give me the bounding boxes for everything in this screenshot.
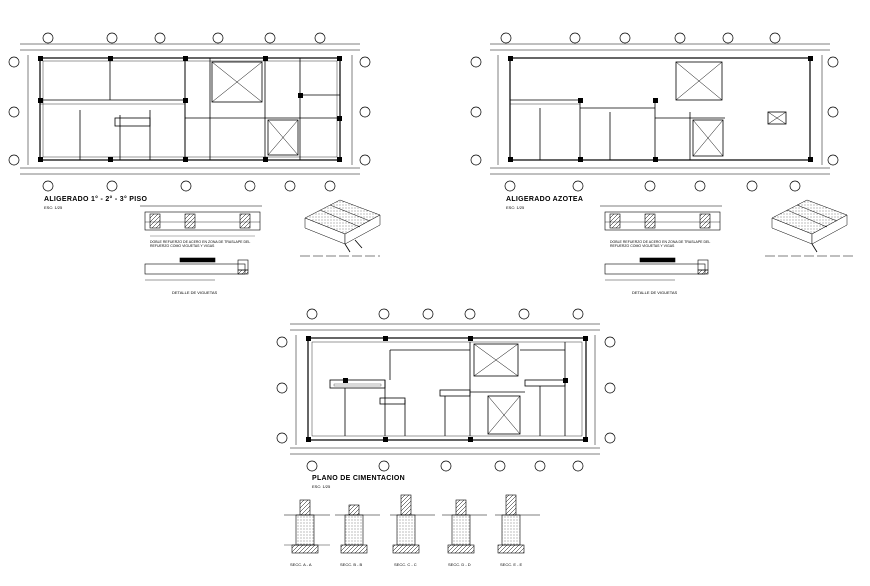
roof-slab-note: DOBLE REFUERZO DE ACERO EN ZONA DE TRASL…: [610, 240, 711, 248]
floor-slab-title: ALIGERADO 1° - 2° - 3° PISO: [44, 196, 148, 203]
floor-slab-axis-bubbles: [8, 32, 371, 192]
section-e: [495, 494, 540, 554]
roof-slab-beam-detail-label: DETALLE DE VIGUETAS: [632, 290, 678, 295]
roof-slab-scale: ESC: 1/25: [506, 205, 525, 210]
roof-slab-title: ALIGERADO AZOTEA: [506, 196, 584, 203]
foundation-plan: [290, 323, 600, 455]
section-c-label: SECC. C - C: [394, 562, 417, 567]
foundation-scale: ESC: 1/25: [312, 484, 331, 489]
foundation-title: PLANO DE CIMENTACION: [312, 475, 405, 482]
floor-slab-section-detail: [140, 205, 262, 237]
footing-sections: [284, 494, 540, 554]
roof-slab-isometric-detail: [765, 199, 855, 257]
floor-slab-scale: ESC: 1/25: [44, 205, 63, 210]
roof-slab-plan: [490, 43, 830, 175]
foundation-axis-bubbles: [276, 308, 616, 472]
section-e-label: SECC. E - E: [500, 562, 523, 567]
roof-slab-axis-bubbles: [470, 32, 839, 192]
floor-slab-beam-detail: [144, 257, 249, 281]
section-a: [284, 499, 330, 554]
section-b: [335, 504, 380, 554]
section-a-label: SECC. A - A: [290, 562, 312, 567]
roof-slab-section-detail: [600, 205, 722, 231]
section-b-label: SECC. B - B: [340, 562, 363, 567]
floor-slab-note: DOBLE REFUERZO DE ACERO EN ZONA DE TRASL…: [150, 240, 251, 248]
floor-slab-beam-detail-label: DETALLE DE VIGUETAS: [172, 290, 218, 295]
section-d: [442, 499, 487, 554]
floor-slab-plan: [20, 43, 360, 175]
section-c: [390, 494, 435, 554]
floor-slab-isometric-detail: [300, 199, 381, 257]
roof-slab-beam-detail: [604, 257, 709, 281]
section-d-label: SECC. D - D: [448, 562, 471, 567]
